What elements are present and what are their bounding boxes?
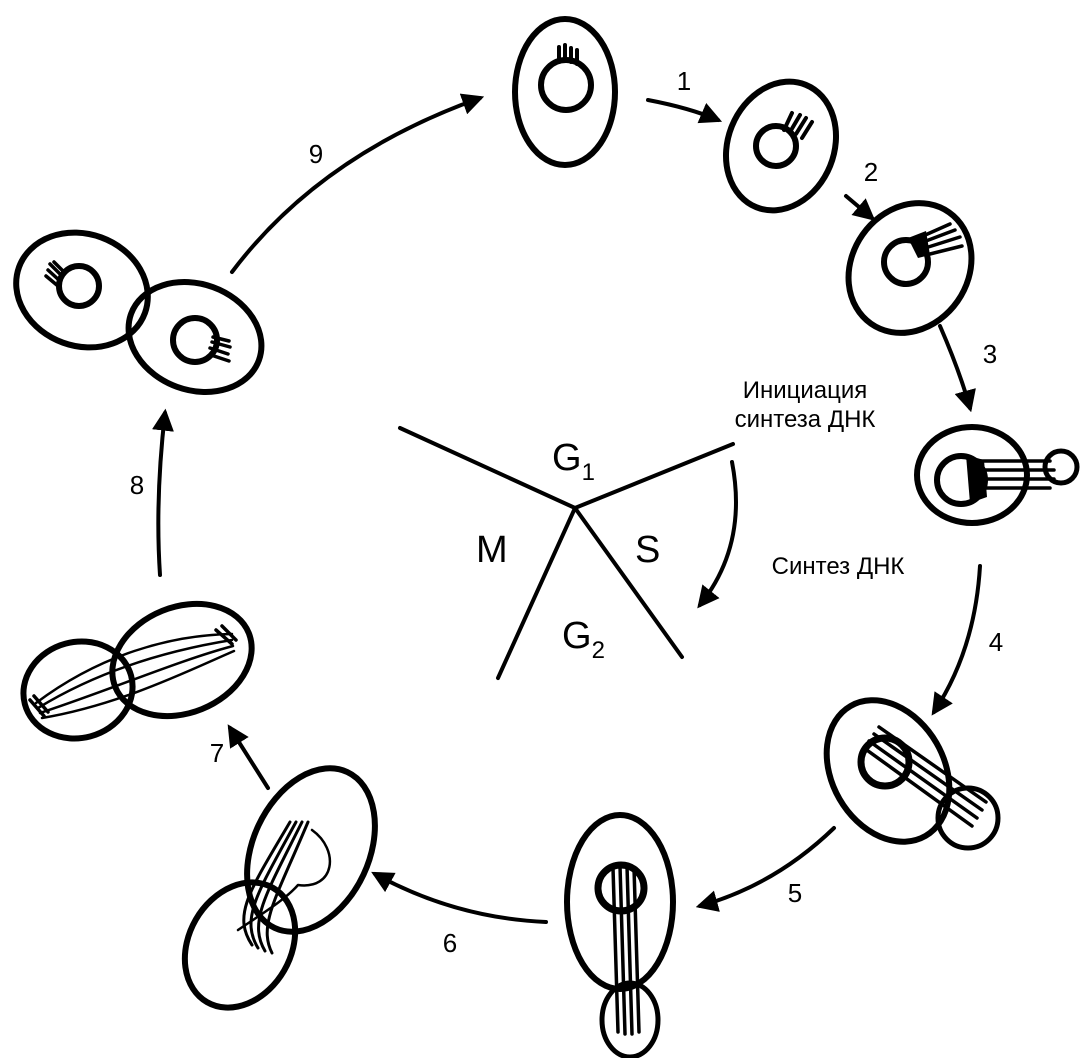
- spindle-microtubules: [611, 864, 641, 1036]
- cell-stage-4: [823, 697, 1001, 851]
- initiation-label-line2: синтеза ДНК: [735, 406, 876, 433]
- cell-wall: [914, 424, 1030, 526]
- nucleus: [753, 123, 799, 169]
- step-label-9: 9: [309, 139, 323, 169]
- phase-m-label: M: [476, 529, 508, 571]
- phase-dividers: [398, 426, 735, 680]
- arrow-5: [695, 826, 836, 912]
- step-label-6: 6: [443, 928, 457, 958]
- spindle-microtubules: [34, 632, 236, 720]
- phase-labels: G1 G2 S M: [476, 437, 660, 664]
- arrow-7: [227, 724, 270, 790]
- cell-stage-7: [20, 600, 255, 742]
- nucleus: [857, 734, 913, 790]
- arrow-6: [371, 871, 548, 924]
- arrow-4: [931, 564, 982, 716]
- spindle-pole-body: [44, 260, 66, 288]
- mother-cell: [13, 229, 151, 351]
- cell-stage-6: [181, 765, 378, 1011]
- cell-stage-3: [914, 424, 1080, 526]
- synthesis-label: Синтез ДНК: [772, 553, 905, 580]
- spindle-pole-body: [782, 111, 814, 140]
- bud: [181, 879, 299, 1011]
- spindle-pole-body: [557, 43, 579, 66]
- cell-wall: [722, 78, 840, 214]
- step-label-2: 2: [864, 157, 878, 187]
- arrow-8: [152, 408, 174, 577]
- spindle-microtubules: [912, 222, 964, 257]
- spindle-pole-body: [908, 231, 930, 258]
- arrow-2: [844, 194, 876, 221]
- cell-stage-8: [13, 229, 265, 395]
- step-label-5: 5: [788, 878, 802, 908]
- spindle-pole-body: [208, 335, 232, 363]
- phase-s-label: S: [635, 529, 660, 571]
- step-label-4: 4: [989, 627, 1003, 657]
- cell-wall: [845, 200, 975, 336]
- bud: [1042, 448, 1080, 486]
- step-labels: 1 2 3 4 5 6 7 8 9: [130, 66, 1003, 958]
- cell-stage-5: [564, 812, 676, 1058]
- cell-stage-0: [512, 16, 618, 168]
- cell-stage-2: [845, 200, 975, 336]
- nucleus: [538, 57, 594, 113]
- spindle-pole-body: [28, 624, 238, 718]
- spindle-pole-body: [966, 455, 987, 503]
- nucleus: [170, 315, 220, 365]
- cell-wall: [512, 16, 618, 168]
- cell-wall: [823, 697, 953, 845]
- phase-g2-label: G2: [562, 615, 605, 664]
- phase-g1-label: G1: [552, 437, 595, 486]
- step-label-3: 3: [983, 339, 997, 369]
- transition-arrows: [152, 93, 982, 924]
- spindle-microtubules: [862, 725, 988, 828]
- nucleus: [881, 237, 931, 287]
- cell-wall: [564, 812, 676, 992]
- spindle-microtubules: [242, 820, 310, 955]
- divider-m-g2: [496, 506, 577, 680]
- step-label-7: 7: [210, 738, 224, 768]
- arrow-1: [646, 98, 723, 124]
- divider-s-g2: [573, 506, 684, 659]
- cell-stage-1: [722, 78, 840, 214]
- daughter-cell: [125, 279, 265, 395]
- step-label-1: 1: [677, 66, 691, 96]
- initiation-label-line1: Инициация: [743, 377, 868, 404]
- annotations: Инициация синтеза ДНК Синтез ДНК: [735, 377, 905, 580]
- nuclear-envelope: [236, 828, 332, 932]
- arrow-3: [938, 324, 976, 413]
- cell-wall: [244, 765, 378, 935]
- spindle-microtubules: [976, 459, 1056, 490]
- bud: [20, 638, 136, 742]
- synthesis-arrow: [697, 460, 738, 609]
- step-label-8: 8: [130, 470, 144, 500]
- arrow-9: [230, 93, 485, 274]
